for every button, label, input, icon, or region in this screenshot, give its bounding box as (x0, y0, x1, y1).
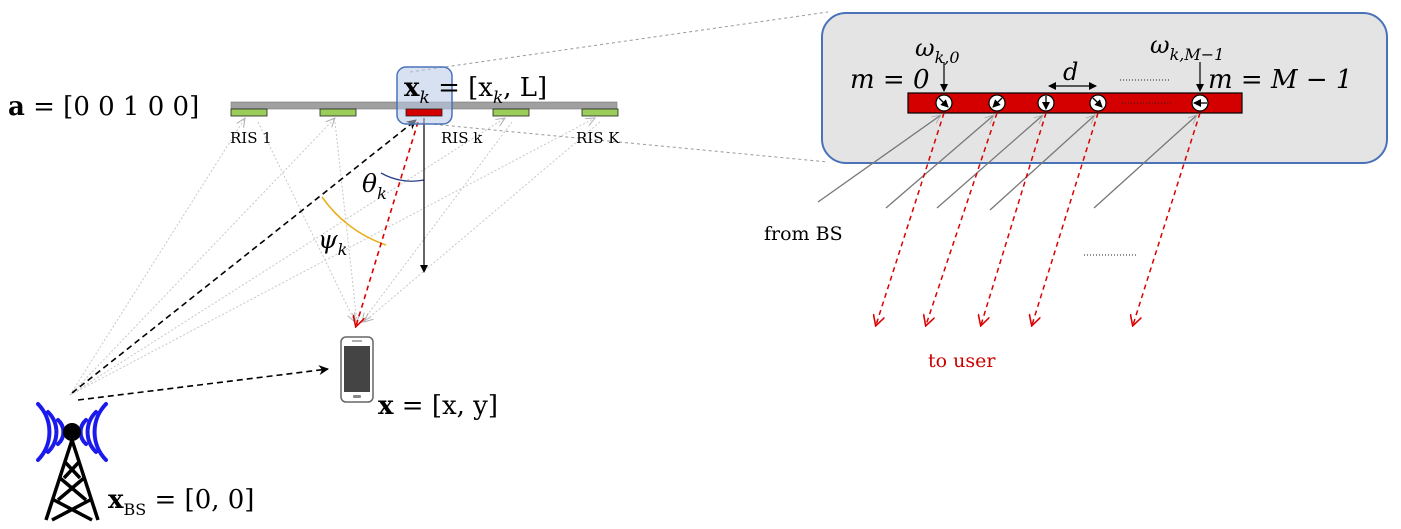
zoom-guide-line-top (409, 11, 829, 73)
ris-to-user-path (356, 121, 419, 326)
unit-cell-3 (1089, 94, 1107, 112)
incoming-bs-rays (817, 115, 1197, 211)
ris-label-1: RIS 1 (230, 129, 272, 147)
ris-zoom-inset (821, 12, 1388, 164)
ris-element-K (581, 108, 619, 117)
bs-to-ris-path (71, 119, 417, 394)
omega-last-label: ωk,M−1 (1150, 31, 1224, 64)
ris-element-2 (319, 108, 357, 117)
user-position-label: x = [x, y] (378, 391, 498, 421)
m-first-label: m = 0 (850, 65, 930, 95)
psi-angle-arc (321, 196, 387, 246)
ris-label-K: RIS K (576, 129, 620, 147)
omega-first-label: ωk,0 (915, 34, 960, 67)
to-user-label: to user (928, 350, 996, 372)
smartphone-icon (340, 336, 374, 403)
unit-cell-0 (935, 94, 953, 112)
candidate-paths (69, 118, 601, 396)
from-bs-label: from BS (764, 223, 843, 245)
bs-position-label: xBS = [0, 0] (108, 485, 254, 519)
zoom-guide-line-bottom (409, 121, 829, 163)
theta-angle-arc (380, 172, 425, 182)
theta-k-label: θk (362, 169, 387, 203)
base-station-tower-icon (36, 402, 108, 522)
selection-vector-label: a = [0 0 1 0 0] (8, 92, 199, 122)
ris-element-1 (230, 108, 268, 117)
unit-cell-2 (1037, 94, 1055, 112)
psi-k-label: ψk (318, 225, 347, 259)
unit-cell-1 (988, 94, 1006, 112)
ris-element-k-active (405, 108, 443, 117)
m-last-label: m = M − 1 (1208, 65, 1352, 95)
ris-position-label: xk = [xk, L] (404, 73, 547, 108)
outgoing-user-rays (876, 112, 1201, 325)
bs-to-user-direct-path (77, 365, 329, 401)
ris-label-k: RIS k (441, 129, 483, 147)
spacing-d-label: d (1063, 58, 1078, 86)
unit-cell-last (1191, 94, 1209, 112)
ris-element-4 (492, 108, 530, 117)
